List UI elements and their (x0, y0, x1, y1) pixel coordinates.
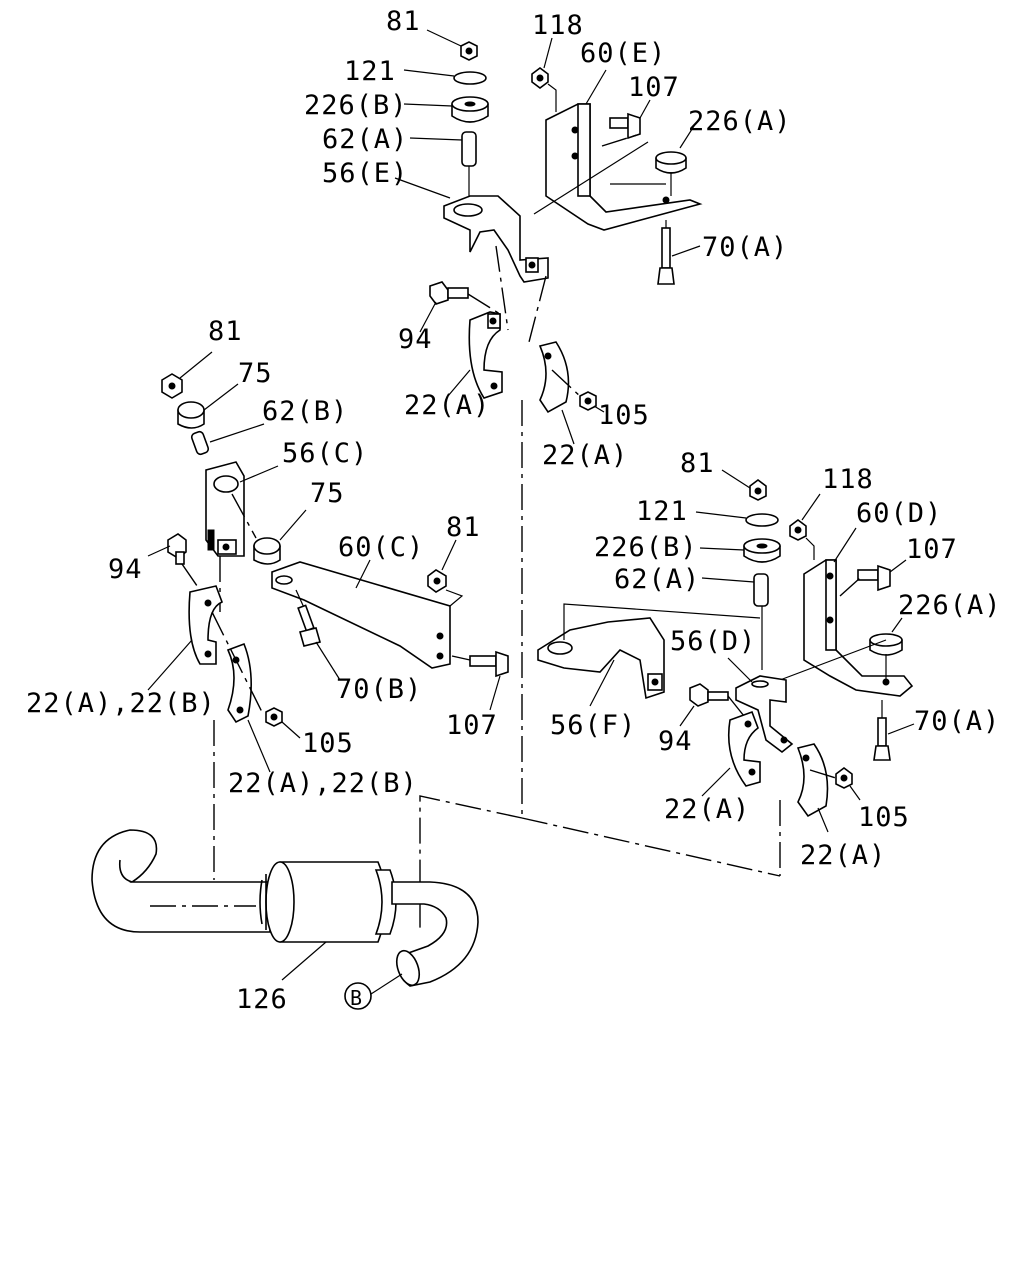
bolt-94-left (167, 533, 187, 565)
label-105-left: 105 (302, 728, 354, 759)
collar-62a-top (461, 131, 477, 167)
left-mount-assembly (147, 351, 509, 880)
bolt-107-mid (469, 650, 509, 678)
nut-118-top (531, 67, 549, 89)
muffler-126 (91, 829, 479, 987)
label-22a-top-right: 22(A) (542, 440, 628, 471)
nut-81-right (749, 479, 767, 501)
washer-121-top (453, 71, 487, 85)
bolt-94-top (429, 281, 469, 305)
label-94-right: 94 (658, 726, 693, 757)
label-118-top: 118 (532, 10, 584, 41)
clamp-22a-right1 (727, 710, 761, 787)
screw-70b (295, 589, 321, 647)
label-118-right: 118 (822, 464, 874, 495)
label-22ab-mid: 22(A),22(B) (228, 768, 418, 799)
nut-81-top (460, 41, 478, 61)
label-62a-right: 62(A) (614, 564, 700, 595)
clamp-22ab-left (188, 585, 224, 665)
label-81-right: 81 (680, 448, 715, 479)
nut-81-mid (427, 569, 447, 593)
label-81-left: 81 (208, 316, 243, 347)
collar-62b (190, 430, 210, 456)
rubber-75-mid (253, 537, 281, 565)
clamp-22a-top-left (468, 311, 503, 399)
label-22a-top-left: 22(A) (404, 390, 490, 421)
label-121-right: 121 (636, 496, 688, 527)
label-94-top: 94 (398, 324, 433, 355)
cushion-226a-top (655, 151, 687, 174)
clamp-22a-top-right (538, 341, 570, 414)
label-60c: 60(C) (338, 532, 424, 563)
nut-118-right (789, 519, 807, 541)
label-226b-top: 226(B) (304, 90, 408, 121)
label-121-top: 121 (344, 56, 396, 87)
cushion-226b-top (451, 96, 489, 123)
label-75-mid: 75 (310, 478, 345, 509)
label-107-mid: 107 (446, 710, 498, 741)
part-labels: 81 121 226(B) 62(A) 56(E) 118 60(E) 107 … (26, 6, 1002, 1015)
label-107-top: 107 (628, 72, 680, 103)
top-mount-assembly (394, 29, 703, 818)
label-226b-right: 226(B) (594, 532, 698, 563)
bracket-60c (271, 561, 451, 669)
label-60d: 60(D) (856, 498, 942, 529)
label-105-right: 105 (858, 802, 910, 833)
bracket-60d (803, 559, 914, 697)
label-105-top: 105 (598, 400, 650, 431)
label-70a-right: 70(A) (914, 706, 1000, 737)
bracket-56e (443, 195, 549, 283)
bracket-56c (205, 461, 245, 557)
label-81-mid: 81 (446, 512, 481, 543)
bracket-56f (537, 617, 665, 700)
clamp-22ab-mid (226, 642, 252, 724)
label-226a-top: 226(A) (688, 106, 792, 137)
screw-70a-right (873, 700, 891, 761)
label-22a-right2: 22(A) (800, 840, 886, 871)
washer-121-right (745, 513, 779, 527)
view-b-marker (344, 973, 403, 1010)
label-107-right: 107 (906, 534, 958, 565)
label-81-top: 81 (386, 6, 421, 37)
label-56e: 56(E) (322, 158, 408, 189)
label-75-left: 75 (238, 358, 273, 389)
collar-62a-right (753, 573, 769, 607)
label-b: B (350, 986, 363, 1010)
clamp-22a-right2 (796, 743, 829, 818)
bracket-60e (545, 103, 703, 231)
nut-105-right (835, 767, 853, 789)
label-70b: 70(B) (336, 674, 422, 705)
label-56f: 56(F) (550, 710, 636, 741)
label-62b: 62(B) (262, 396, 348, 427)
label-56c: 56(C) (282, 438, 368, 469)
bolt-94-right (689, 683, 729, 707)
label-22a-right1: 22(A) (664, 794, 750, 825)
rubber-75-left (177, 401, 205, 429)
nut-105-left (265, 707, 283, 727)
label-62a-top: 62(A) (322, 124, 408, 155)
label-126: 126 (236, 984, 288, 1015)
screw-70a-top (657, 220, 675, 285)
bracket-56d (735, 675, 794, 754)
nut-81-left (161, 373, 183, 399)
label-22ab-left: 22(A),22(B) (26, 688, 216, 719)
nut-105-top (579, 391, 597, 411)
bolt-107-top (609, 112, 641, 140)
cushion-226b-right (743, 538, 781, 563)
right-mount-assembly (537, 469, 915, 876)
label-70a-top: 70(A) (702, 232, 788, 263)
label-56d: 56(D) (670, 626, 756, 657)
label-226a-right: 226(A) (898, 590, 1002, 621)
label-94-left: 94 (108, 554, 143, 585)
label-60e: 60(E) (580, 38, 666, 69)
bolt-107-right (857, 564, 891, 592)
